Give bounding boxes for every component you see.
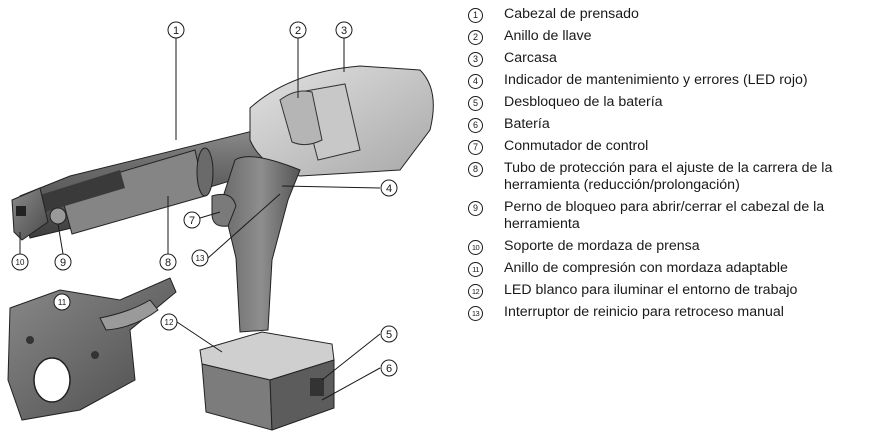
legend-text: Indicador de mantenimiento y errores (LE… [504,72,808,88]
legend-number: 11 [468,262,483,277]
legend-item: 5 Desbloqueo de la batería [468,94,880,111]
legend-item: 2 Anillo de llave [468,28,880,45]
legend-text: Perno de bloqueo para abrir/cerrar el ca… [504,199,825,232]
legend-item: 13 Interruptor de reinicio para retroceso… [468,304,880,321]
legend-text: Carcasa [504,50,557,66]
legend-number: 8 [468,162,483,177]
callout-8: 8 [159,253,177,271]
legend-text: Tubo de protección para el ajuste de la … [504,160,833,193]
svg-text:6: 6 [386,363,392,375]
callout-10: 10 [11,253,29,271]
legend-item: 12 LED blanco para iluminar el entorno de… [468,282,880,299]
legend-number: 3 [468,52,483,67]
legend-text: Soporte de mordaza de prensa [504,238,700,254]
legend-item: 4 Indicador de mantenimiento y errores (L… [468,72,880,89]
legend-item: 11 Anillo de compresión con mordaza adapt… [468,260,880,277]
callout-7: 7 [183,211,201,229]
legend-item: 8 Tubo de protección para el ajuste de la… [468,160,880,194]
svg-text:11: 11 [58,298,67,307]
callout-3: 3 [335,21,353,39]
svg-text:13: 13 [196,254,205,263]
callout-2: 2 [289,21,307,39]
legend-number: 5 [468,96,483,111]
legend-number: 12 [468,284,483,299]
callout-13: 13 [191,249,209,267]
svg-text:4: 4 [386,183,392,195]
legend-number: 4 [468,74,483,89]
callout-4: 4 [380,179,398,197]
legend-item: 6 Batería [468,116,880,133]
compression-ring [7,277,177,421]
legend-item: 7 Conmutador de control [468,138,880,155]
housing [249,65,434,177]
svg-text:3: 3 [341,25,347,37]
tool-illustration: 1 2 3 4 5 6 7 8 9 10 11 12 13 [7,21,434,431]
svg-text:9: 9 [60,257,66,269]
legend-number: 10 [468,240,483,255]
legend-item: 3 Carcasa [468,50,880,67]
legend-item: 10 Soporte de mordaza de prensa [468,238,880,255]
svg-text:8: 8 [165,257,171,269]
svg-text:7: 7 [189,215,195,227]
legend-text: Cabezal de prensado [504,6,639,22]
svg-text:2: 2 [295,25,301,37]
legend-text: Anillo de llave [504,28,592,44]
legend-item: 9 Perno de bloqueo para abrir/cerrar el c… [468,199,880,233]
legend-text: Anillo de compresión con mordaza adaptab… [504,260,788,276]
svg-text:10: 10 [16,258,25,267]
legend-number: 2 [468,30,483,45]
legend-number: 7 [468,140,483,155]
battery [199,331,335,431]
legend-text: Conmutador de control [504,138,649,154]
callout-6: 6 [380,359,398,377]
legend-text: Batería [504,116,550,132]
callout-9: 9 [54,253,72,271]
legend-text: Desbloqueo de la batería [504,94,663,110]
svg-text:12: 12 [165,318,174,327]
callout-12: 12 [160,313,178,331]
legend-number: 13 [468,306,483,321]
callout-1: 1 [167,21,185,39]
legend-number: 1 [468,8,483,23]
legend-item: 1 Cabezal de prensado [468,6,880,23]
legend-text: LED blanco para iluminar el entorno de t… [504,282,798,298]
svg-text:5: 5 [386,329,392,341]
legend-number: 9 [468,201,483,216]
legend-number: 6 [468,118,483,133]
callout-5: 5 [380,325,398,343]
legend-text: Interruptor de reinicio para retroceso m… [504,304,784,320]
svg-text:1: 1 [173,25,179,37]
handle [211,156,301,333]
callout-11: 11 [53,293,71,311]
